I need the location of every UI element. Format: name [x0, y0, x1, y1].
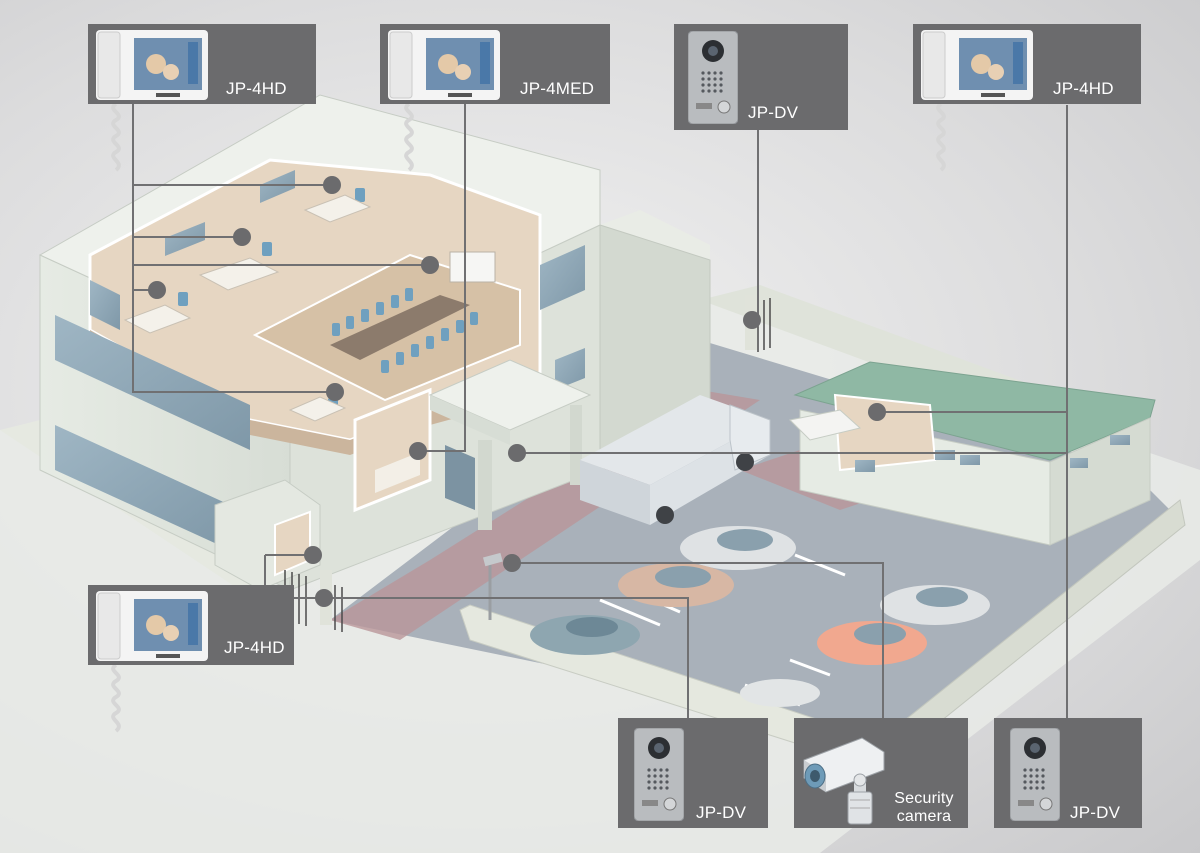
callout-jp-4hd-top-right: JP-4HD — [913, 24, 1141, 104]
security-camera-icon — [803, 737, 885, 825]
device-label: JP-DV — [1070, 803, 1121, 822]
secondary-windows — [855, 435, 1130, 472]
callout-jp-dv-top: JP-DV — [674, 24, 848, 130]
callout-jp-dv-bottom-right: JP-DV — [994, 718, 1142, 828]
handset-cord-icon — [936, 104, 946, 172]
canopy-pillar-2 — [570, 405, 582, 485]
car-5 — [530, 615, 640, 655]
car-6 — [740, 679, 820, 707]
video-monitor-icon — [921, 30, 1033, 100]
door-station-icon — [1010, 728, 1060, 821]
car-3 — [880, 585, 990, 625]
camera-small — [483, 552, 503, 567]
secondary-building-side — [1049, 417, 1151, 546]
callout-jp-4hd-top-left: JP-4HD — [88, 24, 316, 104]
connector-dots — [148, 176, 886, 607]
canopy-front — [430, 395, 510, 445]
video-monitor-icon — [388, 30, 500, 100]
truck-cargo-top — [580, 395, 770, 485]
secondary-awning — [788, 409, 862, 441]
handset-cord-icon — [404, 104, 414, 172]
secondary-cutaway — [833, 393, 937, 472]
device-label: JP-DV — [748, 103, 799, 122]
device-label: JP-4HD — [1053, 79, 1114, 98]
device-label: JP-4HD — [226, 79, 287, 98]
car-1 — [680, 526, 796, 570]
video-monitor-icon — [96, 30, 208, 100]
device-label-line1: Security — [894, 790, 954, 807]
canopy-pillar — [478, 440, 492, 530]
callout-jp-4hd-left: JP-4HD — [88, 585, 294, 665]
door-station-icon — [688, 31, 738, 124]
video-monitor-icon — [96, 591, 208, 661]
chairs — [178, 188, 478, 412]
conference-table — [330, 295, 470, 360]
device-label: JP-4MED — [520, 79, 595, 98]
truck-wheel-2 — [736, 453, 754, 471]
windows — [55, 170, 585, 550]
handset-cord-icon — [111, 665, 121, 733]
callout-jp-4med: JP-4MED — [380, 24, 610, 104]
door-station-icon — [634, 728, 684, 821]
callout-jp-dv-bottom-left: JP-DV — [618, 718, 768, 828]
device-label: JP-DV — [696, 803, 747, 822]
car-2 — [618, 563, 734, 607]
callout-security-camera: Security camera — [794, 718, 968, 828]
whiteboard — [449, 251, 496, 283]
truck-wheel — [656, 506, 674, 524]
annex-top — [600, 210, 710, 260]
device-label: JP-4HD — [224, 638, 285, 657]
connector-lines — [132, 95, 1068, 718]
truck-cargo-side — [580, 460, 650, 525]
device-label-line2: camera — [896, 808, 952, 825]
car-4 — [817, 621, 927, 665]
lobby — [353, 387, 432, 513]
lobby-counter — [375, 452, 420, 493]
handset-cord-icon — [111, 104, 121, 172]
entrance-door — [445, 445, 475, 510]
